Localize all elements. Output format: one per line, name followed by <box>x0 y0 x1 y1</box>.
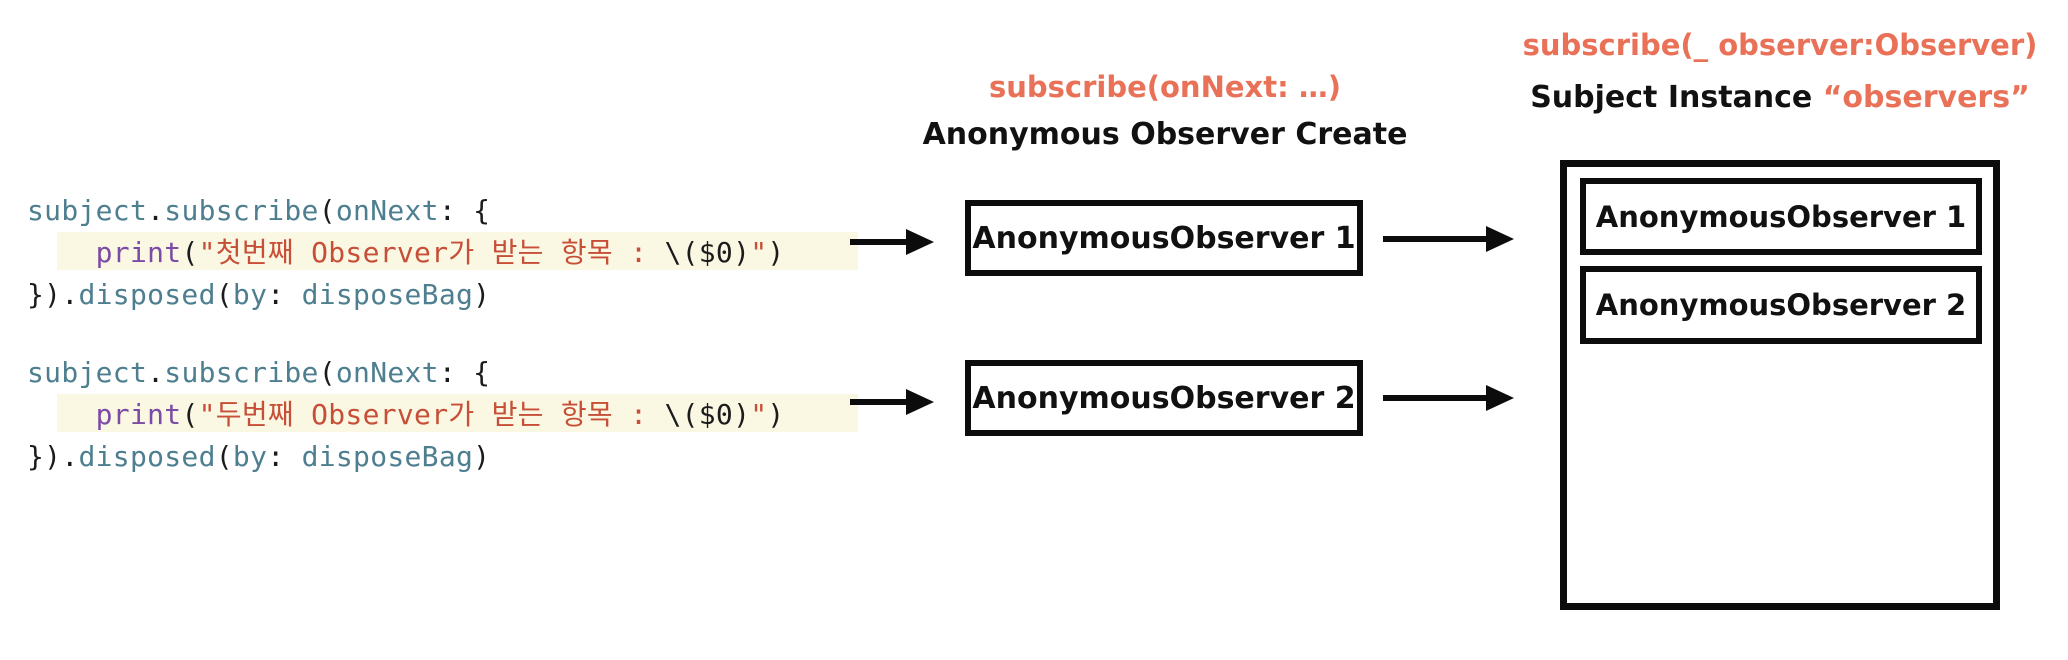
code-token: subscribe <box>164 194 319 227</box>
code-token: "첫번째 Observer가 받는 항목 : <box>198 236 665 269</box>
code-token: . <box>147 356 165 389</box>
code-token: subject <box>27 194 148 227</box>
code-token: print <box>95 236 182 269</box>
code-line: subject.subscribe(onNext: { <box>27 352 785 394</box>
stored-anonymous-observer-2-label: AnonymousObserver 2 <box>1595 288 1967 322</box>
label-subject-instance-observers: Subject Instance “observers” <box>1480 80 2068 115</box>
code-token: ) <box>473 440 491 473</box>
stored-anonymous-observer-1-label: AnonymousObserver 1 <box>1595 199 1967 234</box>
code-token: subscribe <box>164 356 319 389</box>
anonymous-observer-2-box: AnonymousObserver 2 <box>965 360 1363 436</box>
arrow-head-icon <box>906 389 934 415</box>
code-token: ) <box>767 236 785 269</box>
arrow-head-icon <box>906 229 934 255</box>
code-token: ( <box>181 398 199 431</box>
code-token: . <box>147 194 165 227</box>
stored-anonymous-observer-1-box: AnonymousObserver 1 <box>1580 178 1982 255</box>
code-block-second-subscribe: subject.subscribe(onNext: { print("두번째 O… <box>27 352 785 478</box>
code-token: disposeBag <box>301 278 474 311</box>
label-subscribe-onnext: subscribe(onNext: …) <box>988 70 1342 104</box>
code-token: onNext <box>335 194 439 227</box>
code-token <box>27 398 96 431</box>
code-line: subject.subscribe(onNext: { <box>27 190 785 232</box>
arrow-head-icon <box>1486 385 1514 411</box>
code-token: subject <box>27 356 148 389</box>
code-token: by <box>232 278 268 311</box>
code-block-first-subscribe: subject.subscribe(onNext: { print("첫번째 O… <box>27 190 785 316</box>
subject-observers-container-box: AnonymousObserver 1 AnonymousObserver 2 <box>1560 160 2000 610</box>
arrow-shaft <box>850 239 912 245</box>
code-token: ) <box>473 278 491 311</box>
code-line: }).disposed(by: disposeBag) <box>27 436 785 478</box>
code-token: ( <box>318 194 336 227</box>
arrow-shaft <box>850 399 912 405</box>
code-token: ( <box>215 440 233 473</box>
code-token: : { <box>438 194 491 227</box>
code-token: }). <box>27 440 79 473</box>
code-token: \($0) <box>664 236 751 269</box>
code-token <box>27 236 96 269</box>
code-token: disposeBag <box>301 440 474 473</box>
code-token: ( <box>318 356 336 389</box>
code-token: : { <box>438 356 491 389</box>
code-token: " <box>750 398 768 431</box>
code-token: ) <box>767 398 785 431</box>
code-token: "두번째 Observer가 받는 항목 : <box>198 398 665 431</box>
arrow-head-icon <box>1486 226 1514 252</box>
arrow-shaft <box>1383 236 1492 242</box>
code-token: }). <box>27 278 79 311</box>
stored-anonymous-observer-2-box: AnonymousObserver 2 <box>1580 266 1982 344</box>
code-line: }).disposed(by: disposeBag) <box>27 274 785 316</box>
code-line: print("두번째 Observer가 받는 항목 : \($0)") <box>27 394 785 436</box>
arrow-observer2-to-subject <box>1383 385 1514 411</box>
code-token: : <box>267 278 302 311</box>
anonymous-observer-1-box: AnonymousObserver 1 <box>965 200 1363 276</box>
arrow-shaft <box>1383 395 1492 401</box>
code-token: ( <box>181 236 199 269</box>
code-token: : <box>267 440 302 473</box>
code-token: " <box>750 236 768 269</box>
code-token: onNext <box>335 356 439 389</box>
code-token: by <box>232 440 268 473</box>
anonymous-observer-1-label: AnonymousObserver 1 <box>972 220 1356 256</box>
arrow-code1-to-observer1 <box>850 229 934 255</box>
code-highlight-first-print <box>57 232 858 270</box>
label-subscribe-observer: subscribe(_ observer:Observer) <box>1522 28 2038 62</box>
arrow-observer1-to-subject <box>1383 226 1514 252</box>
arrow-code2-to-observer2 <box>850 389 934 415</box>
code-token: disposed <box>78 278 216 311</box>
code-token: ( <box>215 278 233 311</box>
code-line: print("첫번째 Observer가 받는 항목 : \($0)") <box>27 232 785 274</box>
label-anonymous-observer-create: Anonymous Observer Create <box>922 117 1408 152</box>
code-highlight-second-print <box>57 394 858 432</box>
code-token: print <box>95 398 182 431</box>
subject-instance-text: Subject Instance <box>1530 80 1823 115</box>
anonymous-observer-2-label: AnonymousObserver 2 <box>972 380 1356 416</box>
code-token: disposed <box>78 440 216 473</box>
observers-quoted-text: “observers” <box>1822 80 2030 115</box>
code-token: \($0) <box>664 398 751 431</box>
